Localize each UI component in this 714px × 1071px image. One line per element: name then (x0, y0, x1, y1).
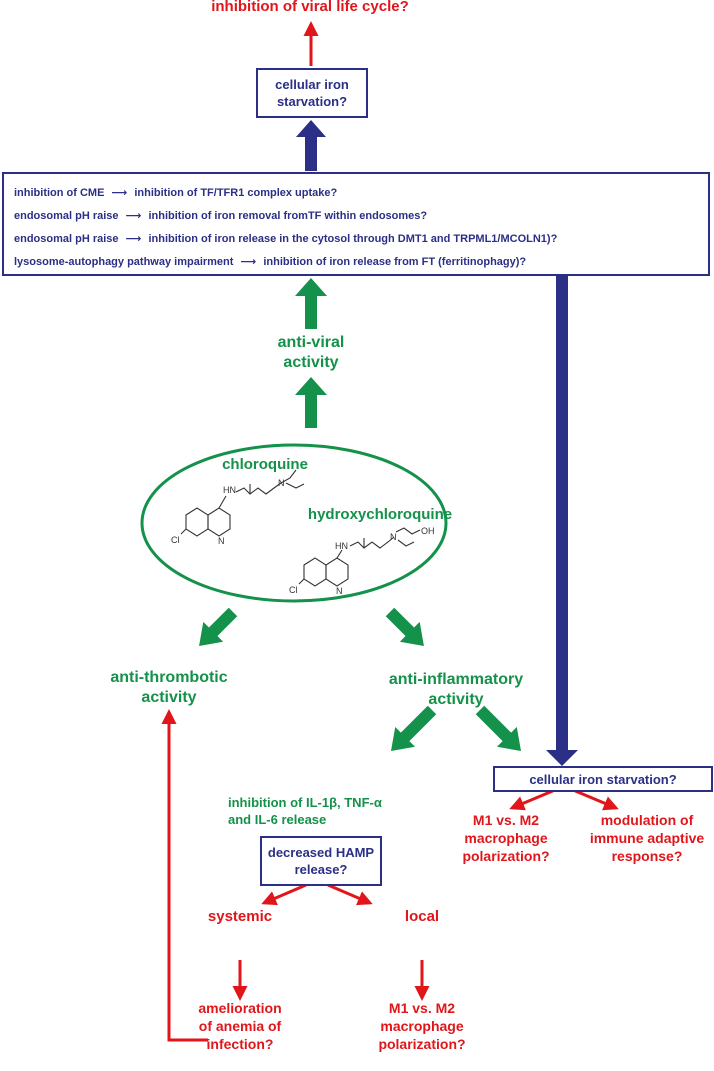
m1m2-bottom-line-2: macrophage (380, 1018, 464, 1034)
mechanisms-box: inhibition of CME ⟶ inhibition of TF/TFR… (2, 172, 710, 276)
m1m2-bottom-line-3: polarization? (378, 1036, 466, 1052)
arrow-drugs-to-antithrombotic (199, 607, 238, 646)
mechanism-4-arrow: ⟶ (240, 256, 257, 268)
antiviral-line-2: activity (283, 354, 339, 371)
iron-top-line-1: cellular iron (275, 77, 349, 92)
cytokines-line-2: and IL-6 release (228, 812, 327, 827)
m1m2-right-line-1: M1 vs. M2 (472, 812, 540, 828)
hamp-line-2: release? (294, 862, 348, 877)
iron-starvation-top-box: cellular iron starvation? (256, 68, 368, 118)
antiinflammatory-line-1: anti-inflammatory (388, 671, 524, 688)
anemia-line-1: amelioration (198, 1000, 282, 1016)
arrow-to-iron-top (296, 120, 326, 171)
m1m2-right-line-3: polarization? (462, 848, 550, 864)
arrow-to-iron-right (546, 276, 578, 766)
mechanism-row-4: lysosome-autophagy pathway impairment ⟶ … (14, 255, 526, 268)
mechanism-row-1: inhibition of CME ⟶ inhibition of TF/TFR… (14, 186, 337, 199)
arrow-inflammatory-to-cytokines (390, 705, 437, 752)
drug-ellipse (140, 443, 448, 603)
m1m2-bottom-line-1: M1 vs. M2 (388, 1000, 456, 1016)
mechanism-3-arrow: ⟶ (125, 233, 142, 245)
mechanism-2-cause: endosomal pH raise (14, 210, 119, 222)
hcq-oh: OH (421, 526, 435, 536)
arrow-anemia-to-antithrombotic (161, 709, 208, 1042)
chloroquine-n-ring: N (218, 536, 225, 546)
mechanism-1-effect: inhibition of TF/TFR1 complex uptake? (134, 187, 338, 199)
iron-right-label: cellular iron starvation? (529, 772, 677, 787)
chloroquine-hn: HN (223, 485, 236, 495)
label-systemic: systemic (207, 908, 273, 925)
chloroquine-cl: Cl (171, 535, 180, 545)
mechanism-3-cause: endosomal pH raise (14, 233, 119, 245)
arrow-hamp-to-local (327, 883, 373, 906)
anemia-line-3: infection? (206, 1036, 274, 1052)
mechanism-row-2: endosomal pH raise ⟶ inhibition of iron … (14, 209, 427, 222)
chloroquine-n-amine: N (278, 478, 285, 488)
label-hydroxychloroquine: hydroxychloroquine (307, 506, 453, 523)
hcq-cl: Cl (289, 585, 298, 595)
antithrombotic-line-1: anti-thrombotic (110, 669, 228, 686)
antiviral-line-1: anti-viral (277, 334, 345, 351)
hcq-hn: HN (335, 541, 348, 551)
mechanism-2-effect: inhibition of iron removal fromTF within… (148, 210, 428, 222)
antithrombotic-line-2: activity (141, 689, 197, 706)
mechanism-4-effect: inhibition of iron release from FT (ferr… (263, 256, 527, 268)
outcome-viral-life-cycle: inhibition of viral life cycle? (211, 0, 409, 15)
immune-line-3: response? (611, 848, 683, 864)
hamp-box: decreased HAMP release? (260, 836, 382, 886)
immune-line-2: immune adaptive (589, 830, 705, 846)
label-chloroquine: chloroquine (222, 456, 308, 473)
mechanism-4-cause: lysosome-autophagy pathway impairment (14, 256, 234, 268)
mechanism-row-3: endosomal pH raise ⟶ inhibition of iron … (14, 232, 557, 245)
chloroquine-structure (180, 469, 305, 537)
label-local: local (404, 908, 440, 925)
arrow-hamp-to-systemic (261, 883, 307, 906)
arrow-drugs-to-antiviral (295, 377, 327, 428)
mechanism-1-cause: inhibition of CME (14, 187, 105, 199)
hcq-n-ring: N (336, 586, 343, 596)
hcq-n-amine: N (390, 532, 397, 542)
arrow-iron-to-m1m2 (509, 788, 556, 811)
arrow-inflammatory-to-iron (475, 705, 522, 752)
cytokines-line-1: inhibition of IL-1β, TNF-α (228, 795, 382, 810)
arrow-iron-to-immune (572, 788, 619, 811)
mechanism-3-effect: inhibition of iron release in the cytoso… (148, 233, 558, 245)
arrow-drugs-to-antiinflammatory (385, 607, 424, 646)
hydroxychloroquine-structure (298, 527, 421, 587)
iron-top-line-2: starvation? (276, 94, 348, 109)
mechanism-1-arrow: ⟶ (111, 187, 128, 199)
mechanism-2-arrow: ⟶ (125, 210, 142, 222)
hamp-line-1: decreased HAMP (267, 845, 375, 860)
m1m2-right-line-2: macrophage (464, 830, 548, 846)
arrow-antiviral-to-mechanisms (295, 278, 327, 329)
iron-starvation-right-box: cellular iron starvation? (493, 766, 713, 792)
anemia-line-2: of anemia of (198, 1018, 282, 1034)
immune-line-1: modulation of (600, 812, 694, 828)
antiinflammatory-line-2: activity (428, 691, 484, 708)
